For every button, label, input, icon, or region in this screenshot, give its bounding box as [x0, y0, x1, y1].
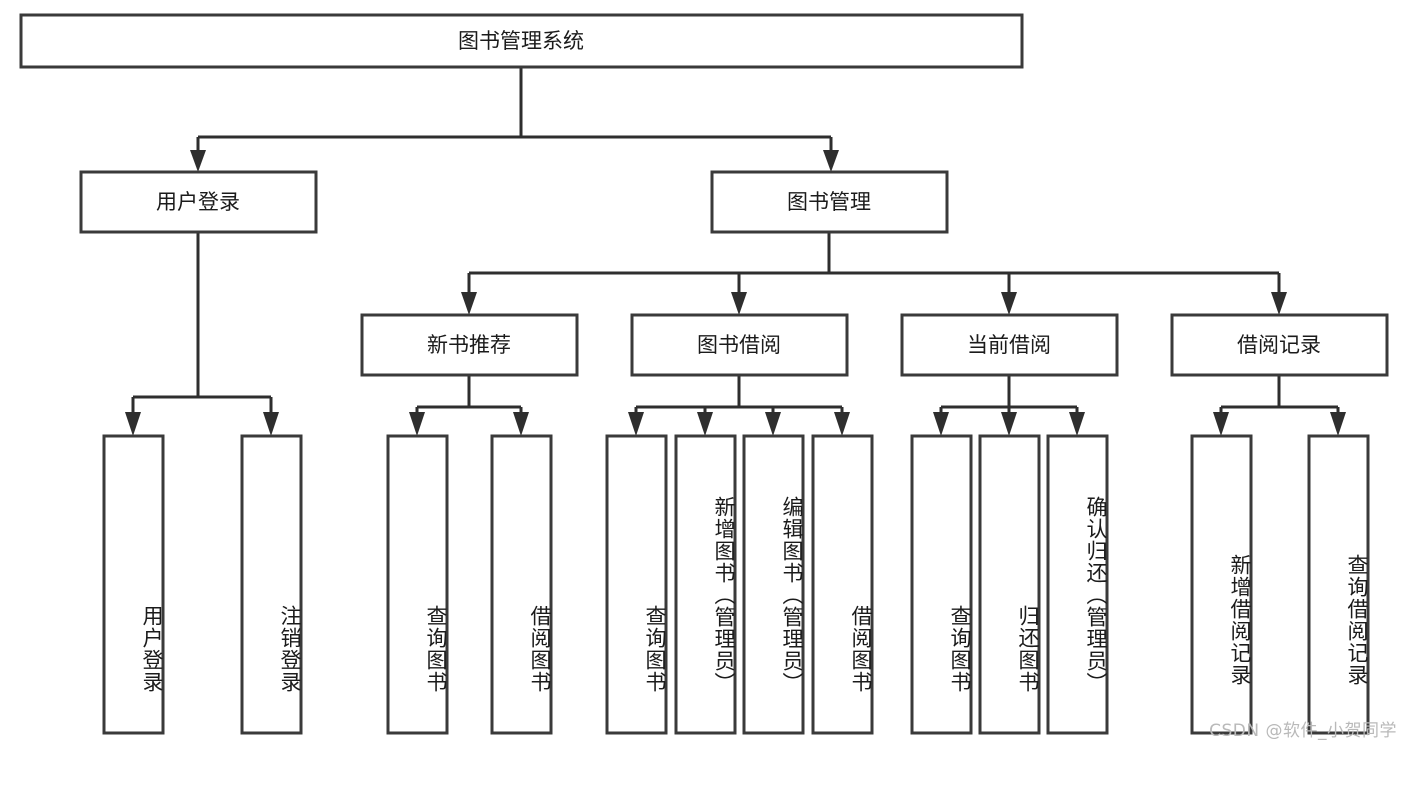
node-current-borrow[interactable]: 当前借阅 — [900, 313, 1119, 377]
current-borrow-label: 当前借阅 — [967, 333, 1051, 357]
connector-layer — [125, 68, 1346, 436]
user-login-box[interactable] — [79, 170, 318, 234]
arrow-to-leaf-borrow-book-bb — [834, 412, 850, 436]
arrow-to-book-borrow — [731, 292, 747, 315]
current-borrow-box[interactable] — [900, 313, 1119, 377]
node-user-login[interactable]: 用户登录 — [79, 170, 318, 234]
arrow-to-user-login — [190, 150, 206, 172]
book-borrow-label: 图书借阅 — [697, 333, 781, 357]
arrow-to-leaf-edit-book — [765, 412, 781, 436]
book-borrow-box[interactable] — [630, 313, 849, 377]
leaf-borrow-book-rec-box[interactable] — [490, 434, 553, 735]
new-book-rec-box[interactable] — [360, 313, 579, 377]
leaf-logout-box[interactable] — [240, 434, 303, 735]
leaf-confirm-return-box[interactable] — [1046, 434, 1109, 735]
leaf-box-layer — [102, 434, 1370, 735]
leaf-query-book-bb-box[interactable] — [605, 434, 668, 735]
arrow-to-leaf-borrow-book-rec — [513, 412, 529, 436]
arrow-to-leaf-query-record — [1330, 412, 1346, 436]
node-book-manage[interactable]: 图书管理 — [710, 170, 949, 234]
arrow-to-leaf-query-book-rec — [409, 412, 425, 436]
connector-borrowrecord-to-leaves — [1219, 375, 1340, 418]
leaf-query-book-rec-box[interactable] — [386, 434, 449, 735]
arrow-to-leaf-query-book-bb — [628, 412, 644, 436]
arrow-to-new-book-rec — [461, 292, 477, 315]
leaf-query-record-box[interactable] — [1307, 434, 1370, 735]
arrow-to-leaf-query-book-cb — [933, 412, 949, 436]
root-box[interactable] — [19, 13, 1024, 69]
connector-bookborrow-to-leaves — [634, 375, 844, 418]
arrow-to-current-borrow — [1001, 292, 1017, 315]
leaf-query-book-cb-box[interactable] — [910, 434, 973, 735]
root-label: 图书管理系统 — [458, 29, 584, 53]
arrow-to-leaf-add-book — [697, 412, 713, 436]
book-manage-box[interactable] — [710, 170, 949, 234]
borrow-record-label: 借阅记录 — [1237, 333, 1321, 357]
leaf-add-record-box[interactable] — [1190, 434, 1253, 735]
leaf-borrow-book-bb-box[interactable] — [811, 434, 874, 735]
arrow-to-leaf-confirm-return — [1069, 412, 1085, 436]
arrow-to-leaf-add-record — [1213, 412, 1229, 436]
new-book-rec-label: 新书推荐 — [427, 333, 511, 357]
arrow-to-book-manage — [823, 150, 839, 172]
arrow-to-leaf-user-login — [125, 412, 141, 436]
node-book-borrow[interactable]: 图书借阅 — [630, 313, 849, 377]
connector-newbookrec-to-leaves — [415, 375, 523, 418]
leaf-user-login-box[interactable] — [102, 434, 165, 735]
flowchart-canvas: 图书管理系统 用户登录 图书管理 新书推荐 图书借阅 当前借阅 借阅记录 — [19, 13, 1397, 741]
connector-root-to-level2-bus — [196, 68, 833, 158]
connector-currentborrow-to-leaves — [939, 375, 1079, 418]
arrow-to-leaf-logout — [263, 412, 279, 436]
leaf-edit-book-box[interactable] — [742, 434, 805, 735]
node-borrow-record[interactable]: 借阅记录 — [1170, 313, 1389, 377]
node-new-book-rec[interactable]: 新书推荐 — [360, 313, 579, 377]
arrow-to-leaf-return-book — [1001, 412, 1017, 436]
user-login-label: 用户登录 — [156, 190, 240, 214]
leaf-return-book-box[interactable] — [978, 434, 1041, 735]
borrow-record-box[interactable] — [1170, 313, 1389, 377]
flowchart-svg: 图书管理系统 用户登录 图书管理 新书推荐 图书借阅 当前借阅 借阅记录 — [19, 13, 1389, 735]
arrow-to-borrow-record — [1271, 292, 1287, 315]
csdn-watermark: CSDN @软件_小贺同学 — [1209, 721, 1397, 741]
connector-userlogin-to-leaves — [131, 232, 273, 418]
node-root[interactable]: 图书管理系统 — [19, 13, 1024, 69]
leaf-add-book-box[interactable] — [674, 434, 737, 735]
connector-bookmanage-to-level3-bus — [467, 232, 1281, 296]
book-manage-label: 图书管理 — [787, 190, 871, 214]
